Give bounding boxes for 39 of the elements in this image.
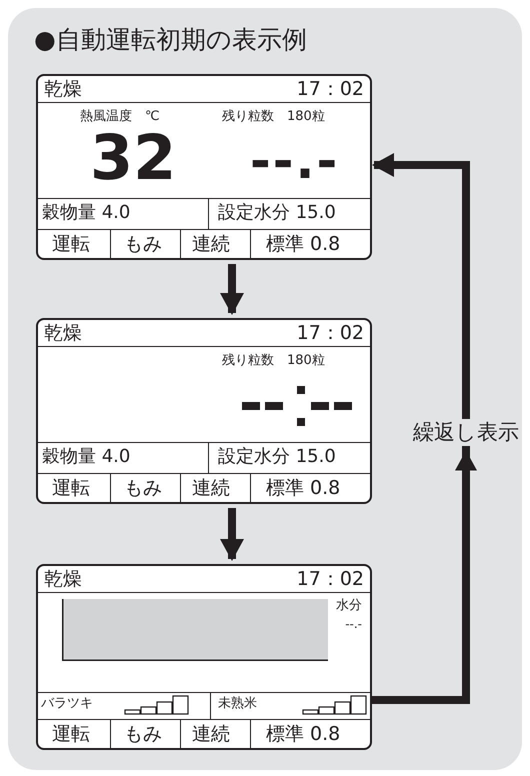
status-text: 設定水分 15.0 (218, 447, 336, 467)
moisture-value: --.- (345, 618, 362, 632)
status-text: 穀物量 4.0 (42, 203, 130, 223)
menu-text: 標準 0.8 (266, 234, 340, 255)
menu-text: 連続 (192, 234, 230, 255)
gauge-label: バラツキ (41, 697, 93, 712)
sensor-label: 熱風温度 ℃ (80, 110, 160, 124)
sensor-label: 残り粒数 180粒 (222, 110, 325, 124)
menu-text: 標準 0.8 (266, 478, 340, 499)
clock-text: 17：02 (296, 569, 364, 590)
menu-text: もみ (124, 478, 162, 499)
menu-text: 標準 0.8 (266, 724, 340, 745)
menu-text: 運転 (52, 234, 90, 255)
segment-display-text: --.- (250, 134, 340, 189)
display-screen (36, 318, 372, 504)
menu-text: 運転 (52, 724, 90, 745)
mode-label: 乾燥 (44, 569, 82, 590)
moisture-label: 水分 (336, 599, 362, 614)
menu-text: 連続 (192, 724, 230, 745)
display-screen (36, 74, 372, 260)
arrow (372, 153, 477, 704)
clock-text: 17：02 (296, 323, 364, 344)
status-text: 設定水分 15.0 (218, 203, 336, 223)
arrow (220, 508, 244, 561)
menu-text: もみ (124, 234, 162, 255)
status-text: 穀物量 4.0 (42, 447, 130, 467)
menu-text: 運転 (52, 478, 90, 499)
temperature-value: 32 (90, 124, 176, 192)
menu-text: 連続 (192, 478, 230, 499)
edge-label: 繰返し表示 (412, 418, 520, 446)
menu-text: もみ (124, 724, 162, 745)
gauge-label: 未熟米 (218, 697, 257, 712)
clock-text: 17：02 (296, 79, 364, 100)
display-screen (36, 564, 372, 750)
mode-label: 乾燥 (44, 79, 82, 100)
title: ●自動運転初期の表示例 (34, 26, 307, 54)
arrow (220, 264, 244, 315)
mode-label: 乾燥 (44, 323, 82, 344)
sensor-label: 残り粒数 180粒 (222, 354, 325, 368)
